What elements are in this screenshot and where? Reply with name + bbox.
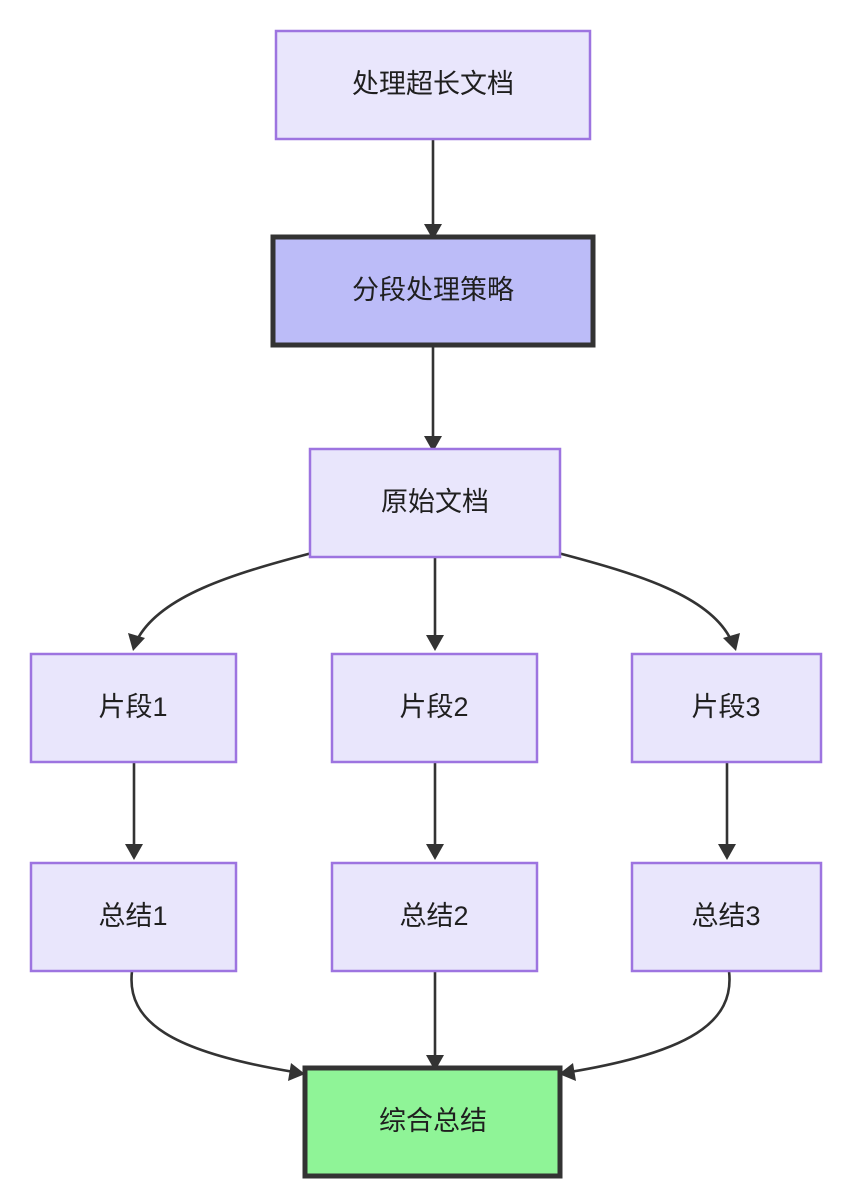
edge-summary-1-to-final-summary [130,970,305,1081]
node-final-summary[interactable]: 综合总结 [302,1065,563,1179]
node-summary-1[interactable]: 总结1 [29,861,238,973]
edge-fragment-1-to-summary-1 [125,762,143,860]
node-process-long-doc[interactable]: 处理超长文档 [274,29,592,141]
edge-process-long-doc-to-chunk-strategy [424,139,442,240]
node-fragment-3[interactable]: 片段3 [630,652,823,764]
edge-summary-3-to-final-summary [559,970,731,1081]
node-source-doc[interactable]: 原始文档 [308,447,562,559]
edge-source-doc-to-fragment-3 [557,551,740,651]
edge-layer [125,139,740,1081]
node-chunk-strategy[interactable]: 分段处理策略 [270,234,596,348]
edge-source-doc-to-fragment-2 [426,557,444,651]
node-summary-3[interactable]: 总结3 [630,861,823,973]
edge-source-doc-to-fragment-1 [128,551,313,651]
edge-summary-2-to-final-summary [426,971,444,1071]
edge-chunk-strategy-to-source-doc [424,345,442,452]
node-fragment-2[interactable]: 片段2 [330,652,539,764]
node-layer: 处理超长文档 分段处理策略 原始文档 片段1 片段2 片段3 总结1 [29,29,823,1179]
node-summary-2[interactable]: 总结2 [330,861,539,973]
edge-fragment-2-to-summary-2 [426,762,444,860]
node-fragment-1[interactable]: 片段1 [29,652,238,764]
edge-fragment-3-to-summary-3 [718,762,736,860]
